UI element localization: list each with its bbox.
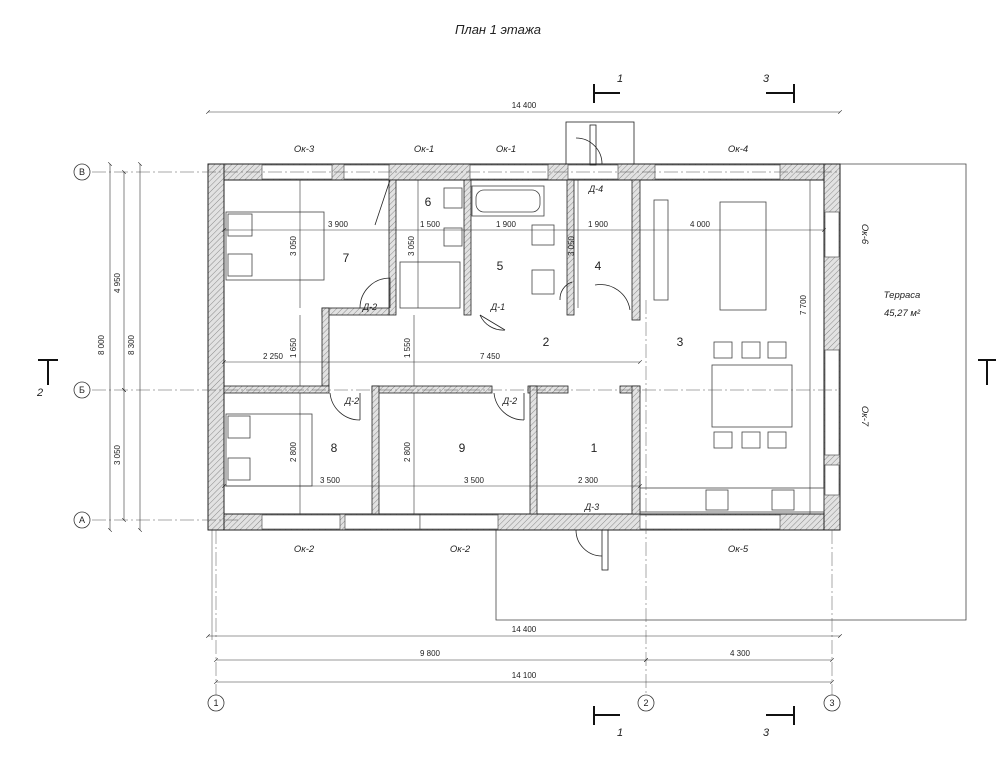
dim-r8-width: 3 500: [320, 476, 341, 485]
door-label-d1: Д-1: [490, 302, 505, 312]
dimension-lines: [110, 112, 840, 682]
dim-bottom-left: 9 800: [420, 649, 441, 658]
window-label-ok2-a: Ок-2: [294, 544, 315, 555]
section-label-2-left: 2: [36, 387, 43, 399]
room-number-3: 3: [677, 335, 684, 349]
door-label-d2-c: Д-2: [502, 396, 517, 406]
dim-bottom-right: 4 300: [730, 649, 751, 658]
dim-top-overall: 14 400: [512, 101, 537, 110]
window-label-ok3: Ок-3: [294, 144, 315, 155]
dim-left-upper: 4 950: [113, 272, 122, 293]
dim-r7-height: 3 050: [289, 235, 298, 256]
dim-hall-left-width: 2 250: [263, 352, 284, 361]
room-number-6: 6: [425, 195, 432, 209]
door-label-d3: Д-3: [584, 502, 599, 512]
dim-bottom-outer: 14 400: [512, 625, 537, 634]
dim-hall-center-height: 1 550: [403, 337, 412, 358]
dim-left-total-inner: 8 300: [127, 334, 136, 355]
section-label-3-bottom: 3: [763, 727, 770, 739]
plan-title: План 1 этажа: [454, 22, 542, 37]
window-label-ok4: Ок-4: [728, 144, 748, 155]
door-label-d2-b: Д-2: [344, 396, 359, 406]
dim-r4-width: 1 900: [588, 220, 609, 229]
door-swings: [329, 121, 635, 571]
terrace-area: 45,27 м²: [884, 308, 921, 319]
room-number-7: 7: [343, 251, 350, 265]
dim-r4-height: 3 050: [567, 235, 576, 256]
dim-hall-width: 7 450: [480, 352, 501, 361]
axis-lines: [92, 171, 840, 700]
axis-label-b: Б: [79, 385, 85, 395]
terrace-outline: [211, 163, 967, 640]
dim-r3-height: 7 700: [799, 294, 808, 315]
dim-r8-height: 2 800: [289, 441, 298, 462]
axis-label-3: 3: [829, 698, 834, 708]
axis-label-v: В: [79, 167, 85, 177]
exterior-walls: [207, 163, 841, 531]
interior-walls: [223, 179, 641, 515]
dim-r6-width: 1 500: [420, 220, 441, 229]
dim-left-lower: 3 050: [113, 444, 122, 465]
dim-left-total-outer: 8 000: [97, 334, 106, 355]
axis-label-2: 2: [643, 698, 648, 708]
axis-label-1: 1: [213, 698, 218, 708]
window-label-ok1-a: Ок-1: [414, 144, 434, 155]
section-label-1-bottom: 1: [617, 727, 623, 739]
dim-axes-total: 14 100: [512, 671, 537, 680]
window-label-ok5: Ок-5: [728, 544, 749, 555]
door-label-d2-a: Д-2: [362, 302, 377, 312]
dim-r7-width: 3 900: [328, 220, 349, 229]
dim-r5-width: 1 900: [496, 220, 517, 229]
section-markers: [38, 84, 996, 725]
section-label-1-top: 1: [617, 73, 623, 85]
dim-hall-left-height: 1 650: [289, 337, 298, 358]
dim-r9-height: 2 800: [403, 441, 412, 462]
window-openings: [261, 164, 840, 530]
dim-r3-width: 4 000: [690, 220, 711, 229]
window-label-ok2-b: Ок-2: [450, 544, 471, 555]
dim-r1-width: 2 300: [578, 476, 599, 485]
axis-bubbles: [73, 163, 841, 712]
room-number-2: 2: [543, 335, 550, 349]
door-label-d4: Д-4: [588, 184, 603, 194]
room-number-9: 9: [459, 441, 466, 455]
room-number-5: 5: [497, 259, 504, 273]
dim-r6-height: 3 050: [407, 235, 416, 256]
dim-r9-width: 3 500: [464, 476, 485, 485]
room-number-1: 1: [591, 441, 598, 455]
furniture: [225, 185, 825, 513]
window-label-ok1-b: Ок-1: [496, 144, 516, 155]
section-label-3-top: 3: [763, 73, 770, 85]
window-label-ok6: Ок-6: [859, 224, 870, 245]
window-label-ok7: Ок-7: [859, 406, 870, 427]
room-number-8: 8: [331, 441, 338, 455]
terrace-label: Терраса: [884, 290, 921, 301]
room-number-4: 4: [595, 259, 602, 273]
axis-label-a: А: [79, 515, 85, 525]
